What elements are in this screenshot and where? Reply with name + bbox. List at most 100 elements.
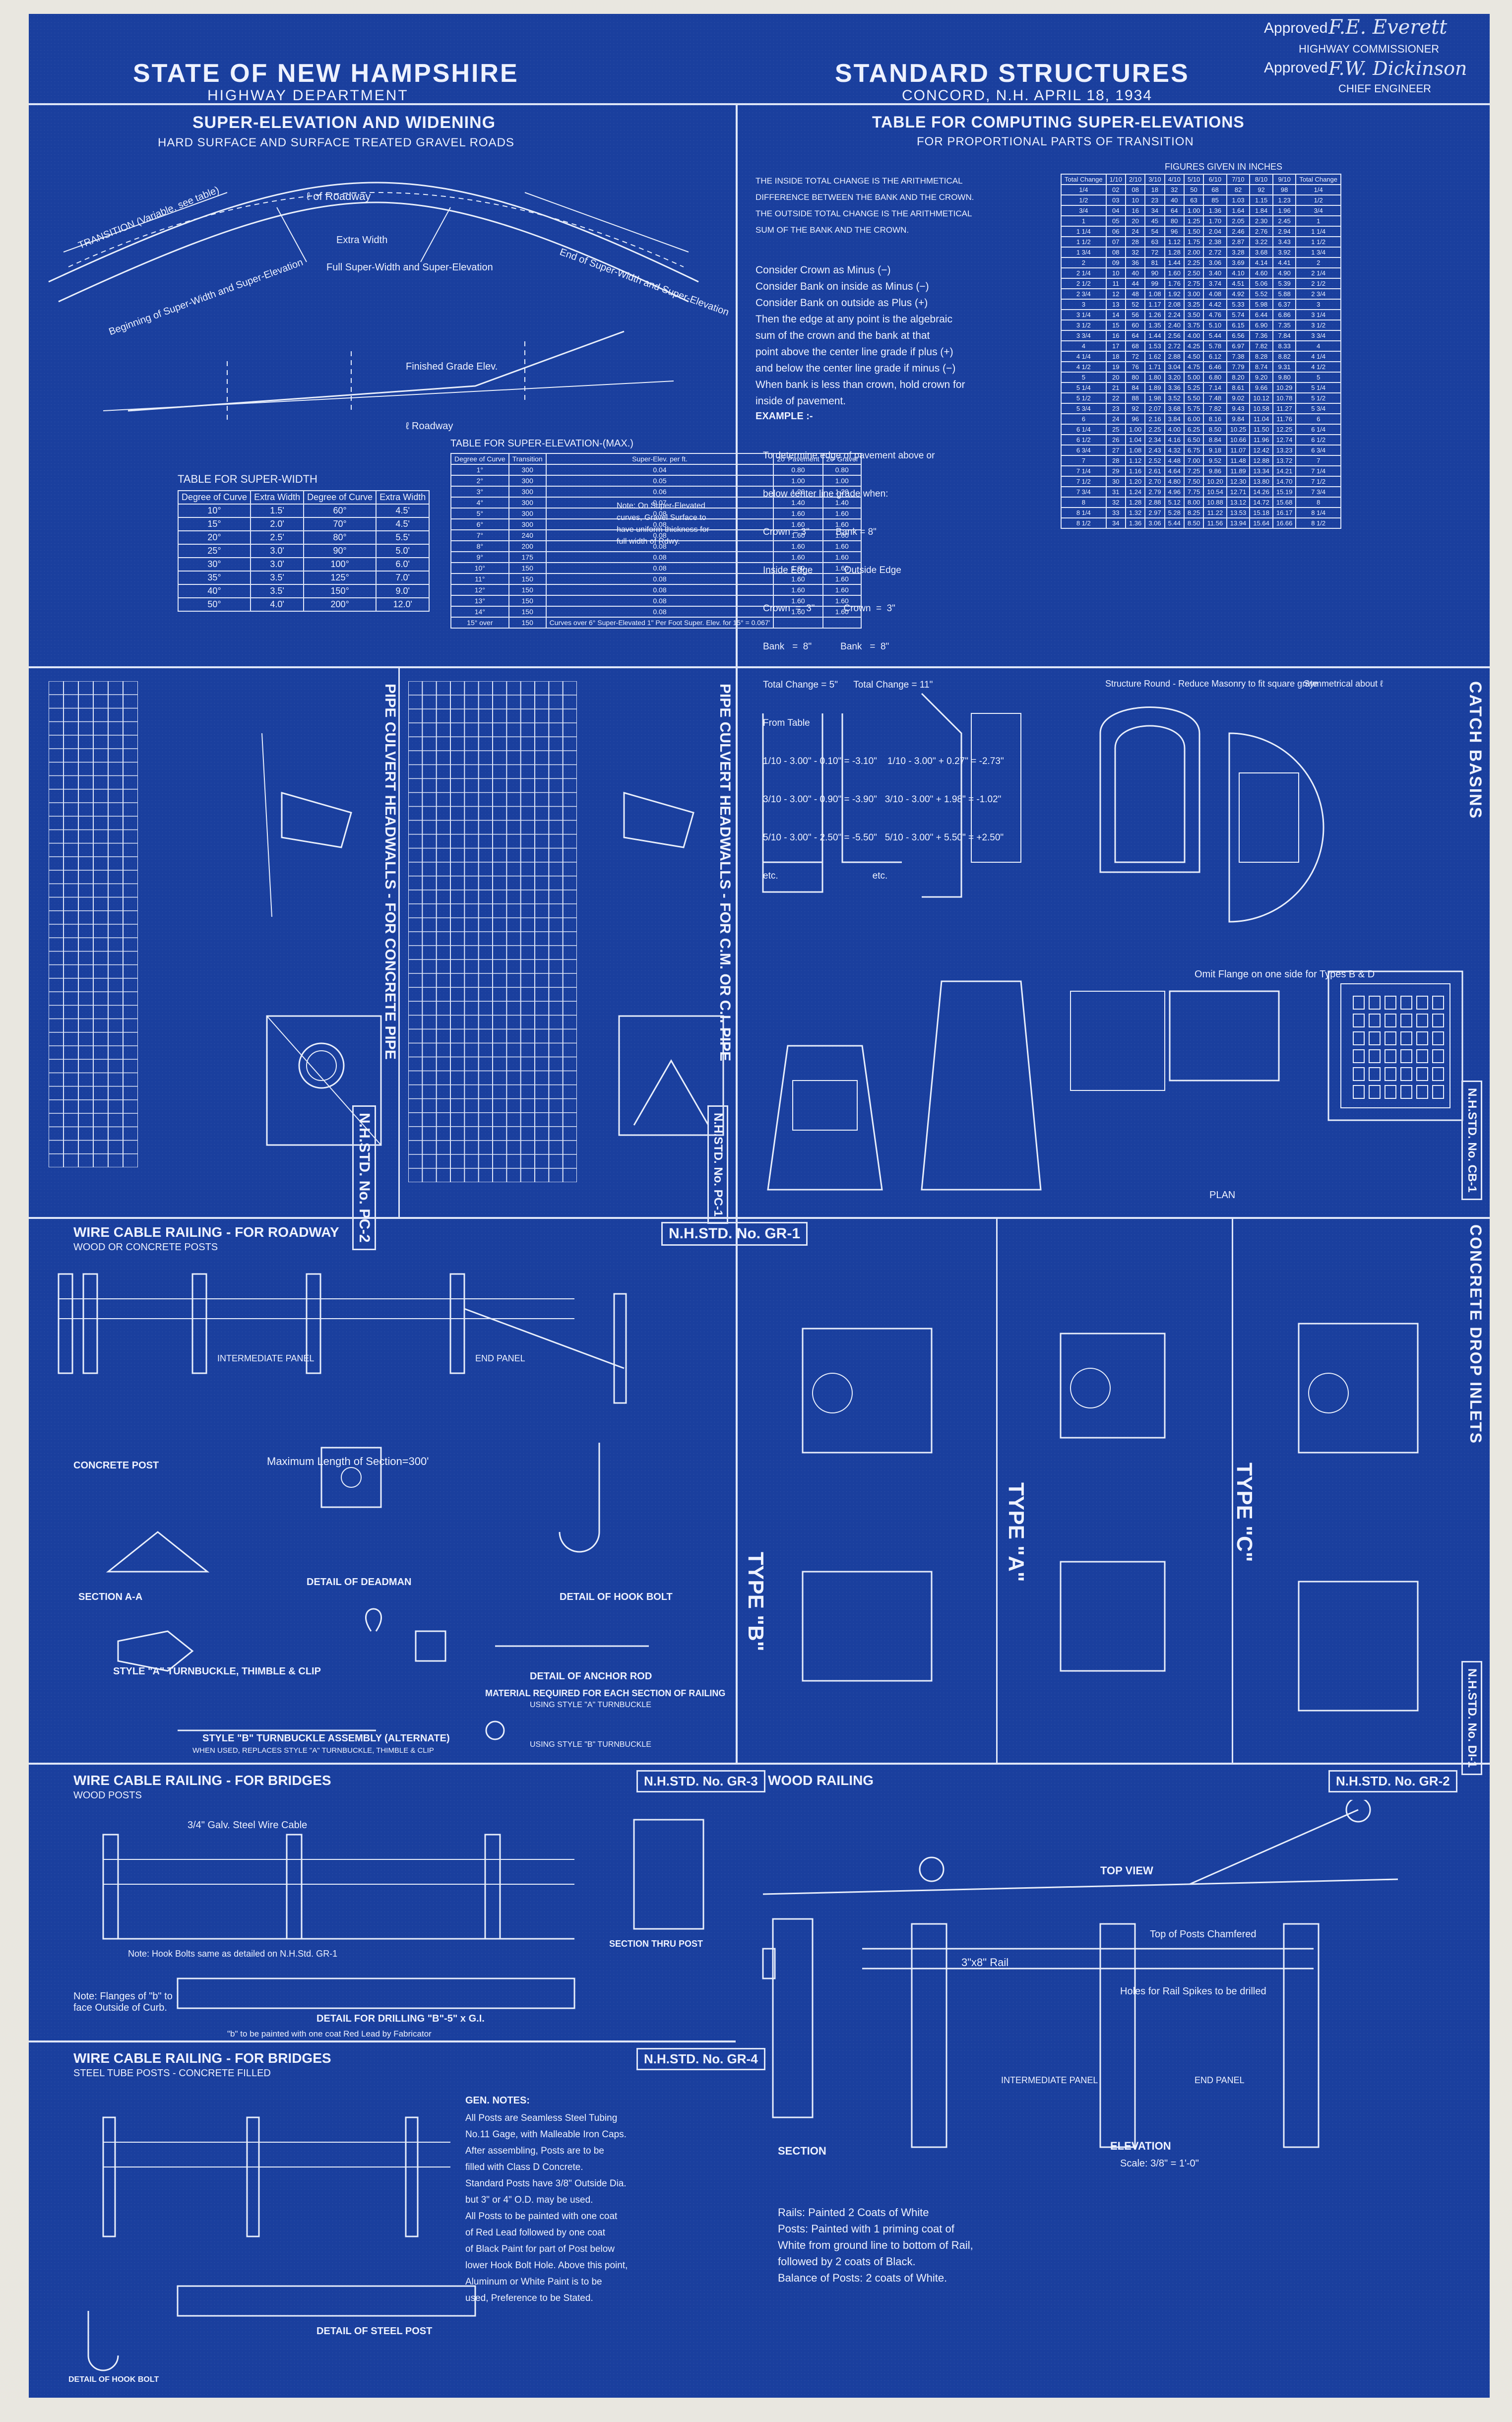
computing-cell: 9.31 (1272, 361, 1297, 373)
computing-cell: 1.00 (1125, 424, 1146, 435)
computing-cell: 5 3/4 (1295, 403, 1341, 414)
computing-cell: 2.52 (1144, 455, 1165, 466)
label-wood-elevation: ELEVATION (1110, 2140, 1171, 2152)
super-elev-cell: 5° (450, 508, 509, 519)
label-flange-note: Note: Flanges of "b" to face Outside of … (73, 1991, 173, 2013)
label-bridge-wood-cable: 3/4" Galv. Steel Wire Cable (188, 1820, 308, 1831)
grate-opening (1400, 1067, 1412, 1081)
super-width-header-cell: Degree of Curve (177, 490, 252, 505)
super-elev-cell: 1.60 (773, 606, 823, 618)
computing-cell: 2.79 (1144, 486, 1165, 498)
computing-cell: 4.48 (1164, 455, 1185, 466)
computing-cell: 5.33 (1226, 299, 1251, 310)
computing-cell: 10.29 (1272, 382, 1297, 393)
computing-cell: 10 (1105, 267, 1126, 279)
computing-cell: 13.94 (1226, 517, 1251, 529)
computing-cell: 2.08 (1164, 299, 1185, 310)
computing-cell: 25 (1105, 424, 1126, 435)
label-anchor-rod: DETAIL OF ANCHOR ROD (530, 1671, 652, 1682)
super-width-cell: 15° (177, 517, 252, 531)
computing-cell: 2.70 (1144, 476, 1165, 487)
super-width-cell: 30° (177, 557, 252, 572)
sheet-title: STANDARD STRUCTURES (835, 59, 1190, 88)
computing-cell: 4.25 (1183, 340, 1204, 352)
grate-opening (1353, 1031, 1365, 1045)
super-elev-cell: 1.60 (773, 573, 823, 585)
place-date: CONCORD, N.H. APRIL 18, 1934 (902, 87, 1153, 104)
super-width-cell: 3.0' (250, 544, 305, 558)
computing-cell: 4 (1061, 340, 1107, 352)
computing-cell: 1.84 (1249, 205, 1273, 216)
super-elev-cell: 300 (508, 464, 547, 476)
computing-cell: 6.86 (1272, 309, 1297, 320)
super-elevation-title: SUPER-ELEVATION AND WIDENING (192, 113, 496, 132)
drop-inlets-std: N.H.STD. No. DI-1 (1461, 1661, 1482, 1776)
computing-cell: 3/4 (1061, 205, 1107, 216)
computing-cell: 22 (1105, 392, 1126, 404)
computing-cell: 11.50 (1249, 424, 1273, 435)
table-grid (48, 681, 138, 1168)
super-elev-cell: 0.08 (545, 508, 774, 519)
super-elev-cell: 150 (508, 584, 547, 596)
super-elev-cell: 1.60 (822, 508, 862, 519)
computing-cell: 1/4 (1061, 184, 1107, 195)
computing-cell: 14.21 (1272, 465, 1297, 477)
grate-opening (1400, 1049, 1412, 1063)
material-title: MATERIAL REQUIRED FOR EACH SECTION OF RA… (485, 1688, 726, 1698)
computing-cell: 11.56 (1203, 517, 1227, 529)
computing-cell: 12.74 (1272, 434, 1297, 446)
computing-cell: 32 (1105, 497, 1126, 508)
computing-cell: 1 1/4 (1061, 226, 1107, 237)
grate-opening (1416, 1031, 1428, 1045)
blueprint-sheet: STATE OF NEW HAMPSHIRE HIGHWAY DEPARTMEN… (29, 14, 1490, 2398)
super-elev-cell: 0.08 (545, 606, 774, 618)
computing-cell: 1.98 (1144, 392, 1165, 404)
grate-opening (1400, 1031, 1412, 1045)
super-elev-cell: 300 (508, 508, 547, 519)
computing-cell: 45 (1144, 215, 1165, 227)
headwall-concrete-std: N.H.STD. No. PC-2 (352, 1105, 376, 1250)
computing-cell: 2.25 (1183, 257, 1204, 268)
computing-header-cell: 4/10 (1164, 174, 1185, 185)
state-title: STATE OF NEW HAMPSHIRE (133, 59, 519, 88)
computing-cell: 14.70 (1272, 476, 1297, 487)
super-elev-cell: 13° (450, 595, 509, 607)
computing-cell: 2 (1061, 257, 1107, 268)
example-line: Bank = 8" Bank = 8" (763, 641, 889, 652)
super-width-cell: 100° (303, 557, 377, 572)
computing-cell: 5 1/4 (1061, 382, 1107, 393)
approved-label-1: Approved (1264, 20, 1328, 36)
computing-cell: 80 (1164, 215, 1185, 227)
super-elev-cell: 0.08 (545, 562, 774, 574)
computing-cell: 5.10 (1203, 319, 1227, 331)
wire-road-title: WIRE CABLE RAILING - FOR ROADWAY (73, 1224, 339, 1240)
computing-cell: 1.60 (1164, 267, 1185, 279)
computing-cell: 81 (1144, 257, 1165, 268)
computing-cell: 50 (1183, 184, 1204, 195)
computing-cell: 6 1/2 (1295, 434, 1341, 446)
computing-cell: 08 (1105, 247, 1126, 258)
computing-cell: 34 (1144, 205, 1165, 216)
computing-cell: 4.41 (1272, 257, 1297, 268)
computing-cell: 7 3/4 (1061, 486, 1107, 498)
label-end-panel: END PANEL (475, 1353, 525, 1363)
computing-cell: 8.74 (1249, 361, 1273, 373)
computing-cell: 96 (1164, 226, 1185, 237)
computing-header-cell: 3/10 (1144, 174, 1165, 185)
super-elev-cell: 8° (450, 540, 509, 552)
computing-cell: 11 (1105, 278, 1126, 289)
computing-cell: 2 3/4 (1061, 288, 1107, 300)
divider-middle (736, 666, 738, 1763)
computing-cell: 5.75 (1183, 403, 1204, 414)
example-lines: To determine edge of pavement above or b… (763, 426, 1004, 906)
divider-row-2 (29, 1217, 1490, 1219)
